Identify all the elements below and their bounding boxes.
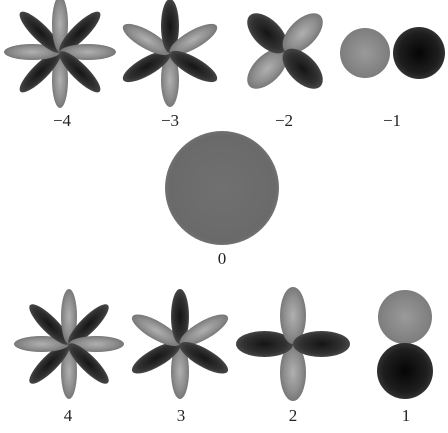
mode-pattern-5 (165, 131, 279, 245)
mode-label-m2: −2 (275, 111, 293, 130)
dipole-dark-lobe (377, 343, 433, 399)
mode-label-m1: −1 (383, 111, 401, 130)
mode-pattern-1 (4, 0, 116, 108)
dipole-dark-lobe (393, 27, 445, 79)
mode-label-0: 0 (218, 249, 227, 268)
mode-pattern-7 (128, 289, 232, 399)
mode-pattern-6 (14, 289, 124, 399)
mode-pattern-8 (236, 287, 350, 401)
mode-label-4: 4 (64, 406, 73, 425)
mode-label-3: 3 (177, 406, 186, 425)
mode-shapes (4, 0, 445, 401)
mode-pattern-3 (240, 6, 330, 96)
mode-label-m4: −4 (53, 111, 72, 130)
mode-pattern-2 (119, 0, 222, 107)
mode-label-m3: −3 (161, 111, 179, 130)
mode-label-1: 1 (402, 406, 411, 425)
uniform-disk (165, 131, 279, 245)
petal (293, 331, 350, 357)
mode-pattern-9 (377, 290, 433, 399)
dipole-light-lobe (340, 28, 390, 78)
dipole-light-lobe (378, 290, 432, 344)
mode-pattern-4 (340, 27, 445, 79)
mode-label-2: 2 (289, 406, 298, 425)
